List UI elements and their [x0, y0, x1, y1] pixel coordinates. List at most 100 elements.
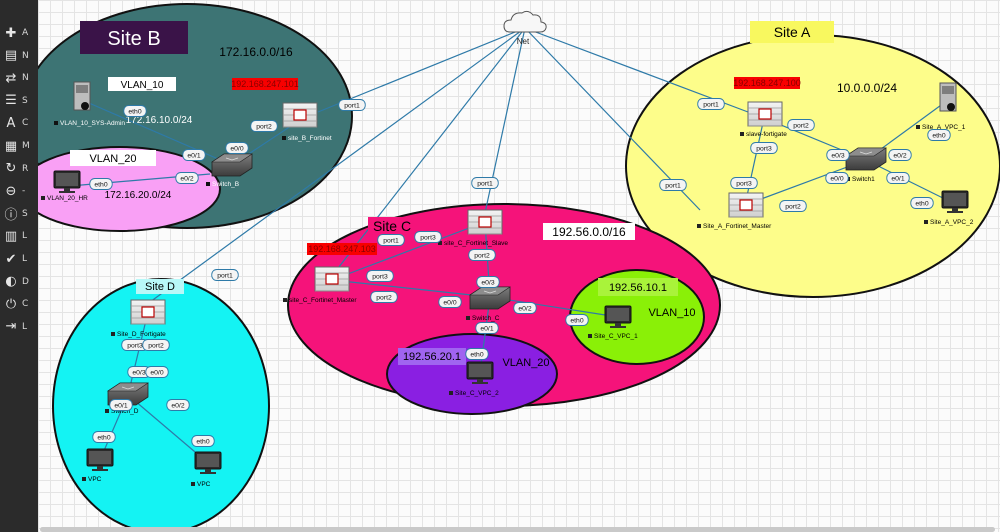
- link-net-sitec-master: [334, 27, 526, 273]
- port-labels: port1 port2 e0/0 e0/1 e0/2 eth0 eth0 port1 port3…: [89, 98, 951, 447]
- vlan20-b-region[interactable]: [38, 146, 221, 232]
- vlan20-b-label: VLAN_20: [89, 153, 136, 165]
- port-label: port1: [377, 234, 405, 246]
- port-label: e0/0: [825, 172, 849, 184]
- port-label: e0/2: [166, 399, 190, 411]
- device-switch-b[interactable]: Switch_B: [206, 153, 253, 188]
- svg-text:e0/1: e0/1: [480, 326, 493, 333]
- site-c-ip-box: [307, 243, 377, 255]
- site-a-ip-box: [734, 77, 800, 89]
- vlan20-b-box: [70, 150, 156, 166]
- port-label: e0/2: [888, 149, 912, 161]
- node-label: VPC: [88, 476, 102, 483]
- node-label: site_C_Fortinet_Master: [289, 297, 357, 304]
- sidebar-item-1[interactable]: ▤N: [0, 45, 38, 67]
- svg-text:e0/2: e0/2: [171, 403, 184, 410]
- firewall-icon: [747, 101, 783, 127]
- device-switch-c[interactable]: Switch_C: [466, 286, 511, 322]
- svg-text:e0/0: e0/0: [230, 146, 243, 153]
- grid-icon: ▦: [4, 138, 18, 154]
- sidebar-item-label: S: [22, 95, 28, 106]
- svg-text:eth0: eth0: [94, 182, 107, 189]
- port-label: port2: [787, 119, 815, 131]
- sidebar-item-13[interactable]: ⇥L: [0, 316, 38, 338]
- sidebar-item-10[interactable]: ✔L: [0, 248, 38, 270]
- device-vlan10-sysadmin[interactable]: VLAN_10_SYS-Admin: [54, 81, 125, 127]
- port-label: port3: [366, 270, 394, 282]
- device-site-a-fortinet-master[interactable]: Site_A_Fortinet_Master: [697, 192, 772, 230]
- device-site-c-vpc2[interactable]: Site_C_VPC_2: [449, 361, 499, 397]
- device-vpc-d2[interactable]: VPC: [191, 451, 222, 488]
- check-icon: ✔: [5, 251, 17, 267]
- node-label: Switch1: [852, 176, 875, 183]
- sidebar-item-label: S: [22, 208, 28, 219]
- svg-text:eth0: eth0: [570, 318, 583, 325]
- svg-text:port2: port2: [376, 295, 392, 302]
- site-d-title-box: [136, 279, 184, 294]
- port-label: port3: [414, 231, 442, 243]
- device-slave-fortigate[interactable]: slave-fortigate: [740, 101, 787, 138]
- port-label: e0/1: [886, 172, 910, 184]
- firewall-icon: [282, 102, 318, 128]
- horizontal-scrollbar[interactable]: [40, 527, 995, 532]
- site-c-title: Site C: [373, 218, 411, 234]
- topology-canvas[interactable]: Net Site B 172.16.0.0/16 192.168.247.101…: [38, 0, 1000, 532]
- sidebar-item-label: M: [22, 141, 30, 151]
- sidebar-item-label: C: [22, 118, 29, 129]
- device-site-b-fortinet[interactable]: site_B_Fortinet: [282, 102, 332, 142]
- port-label: eth0: [89, 178, 113, 190]
- device-site-c-vpc1[interactable]: Site_C_VPC_1: [588, 305, 638, 340]
- svg-text:port1: port1: [383, 238, 399, 245]
- devices: VLAN_10_SYS-Admin site_B_FortinetSwitch_B…: [41, 81, 974, 488]
- sidebar-item-3[interactable]: ☰S: [0, 90, 38, 112]
- port-label: port1: [471, 177, 499, 189]
- sidebar-item-2[interactable]: ⇄N: [0, 67, 38, 89]
- sidebar-item-5[interactable]: ▦M: [0, 135, 38, 157]
- link-masterc-switchc: [331, 279, 491, 298]
- node-status-marker: [283, 298, 287, 302]
- sidebar-item-12[interactable]: ⏻C: [0, 293, 38, 315]
- node-status-marker: [438, 241, 442, 245]
- power-icon: ⏻: [5, 296, 17, 312]
- device-site-a-vpc1[interactable]: Site_A_VPC_1: [916, 82, 966, 131]
- transfer-icon: ⇄: [5, 70, 17, 86]
- node-status-marker: [697, 224, 701, 228]
- sidebar-item-7[interactable]: ⊖-: [0, 180, 38, 202]
- sidebar-item-label: C: [22, 299, 29, 310]
- moon-icon: ◐: [5, 274, 17, 290]
- device-vlan20-hr[interactable]: VLAN_20_HR: [41, 170, 88, 202]
- sidebar-item-9[interactable]: ▥L: [0, 225, 38, 247]
- net-cloud[interactable]: Net: [503, 10, 547, 46]
- topology-diagram[interactable]: Net Site B 172.16.0.0/16 192.168.247.101…: [38, 0, 1000, 532]
- svg-text:port3: port3: [736, 181, 752, 188]
- device-vpc-d1[interactable]: VPC: [82, 448, 114, 483]
- sidebar-item-11[interactable]: ◐D: [0, 271, 38, 293]
- site-c-subnet: 192.56.0.0/16: [552, 225, 626, 239]
- monitor-icon: [53, 170, 81, 193]
- monitor-icon: [194, 451, 222, 474]
- node-status-marker: [588, 334, 592, 338]
- switch-icon: [211, 153, 253, 177]
- net-b10-label: 172.16.10.0/24: [126, 115, 193, 126]
- svg-text:port2: port2: [785, 204, 801, 211]
- node-label: site_C_Fortinet_Slave: [444, 240, 508, 247]
- port-label: e0/0: [145, 366, 169, 378]
- site-c-ip: 192.168.247.103: [308, 244, 376, 254]
- device-site-c-fortinet-slave[interactable]: site_C_Fortinet_Slave: [438, 209, 508, 247]
- port-label: port1: [211, 269, 239, 281]
- device-site-d-fortigate[interactable]: Site_D_Fortigate: [111, 299, 166, 338]
- site-c-subnet-box: [543, 223, 635, 240]
- sidebar-item-0[interactable]: ✚A: [0, 22, 38, 44]
- svg-text:e0/1: e0/1: [891, 176, 904, 183]
- device-switch1[interactable]: Switch1: [845, 147, 887, 183]
- logout-icon: ⇥: [5, 319, 17, 335]
- svg-text:port3: port3: [756, 146, 772, 153]
- device-site-c-fortinet-master[interactable]: site_C_Fortinet_Master: [283, 266, 357, 304]
- table-icon: ▥: [4, 228, 18, 244]
- device-site-a-vpc2[interactable]: Site_A_VPC_2: [924, 190, 974, 226]
- svg-text:eth0: eth0: [97, 435, 110, 442]
- sidebar-item-6[interactable]: ↻R: [0, 158, 38, 180]
- svg-text:eth0: eth0: [470, 352, 483, 359]
